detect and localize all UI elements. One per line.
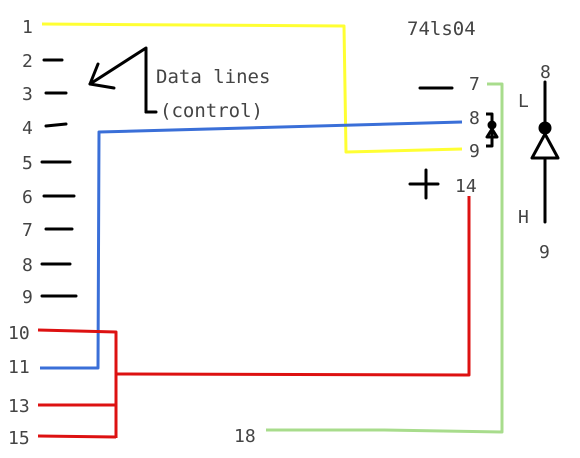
connector-pin-1-label: 1 [22, 17, 33, 38]
data-line-stubs [40, 58, 78, 298]
small-inverter-symbol [485, 112, 499, 148]
connector-pin-11-label: 11 [8, 357, 30, 378]
red-wire-vcc [115, 196, 471, 377]
small-inverter-triangle [485, 127, 499, 139]
inverter-bubble [538, 121, 552, 135]
blue-wire [40, 120, 463, 370]
annotation-arrow [88, 46, 158, 114]
connector-pin-8-label: 8 [22, 255, 33, 276]
symbol-high-label: H [518, 207, 529, 228]
data-line-stub-4 [44, 122, 68, 128]
connector-pin-4-label: 4 [22, 118, 33, 139]
red-wire-bus [37, 328, 118, 438]
red-wires [37, 196, 471, 439]
inverter-symbol [530, 80, 560, 224]
yellow-wire [41, 22, 463, 154]
connector-pin-6-label: 6 [22, 187, 33, 208]
chip-pin-8-label: 8 [469, 108, 480, 129]
connector-pin-10-label: 10 [8, 323, 30, 344]
chip-name: 74ls04 [407, 18, 476, 40]
symbol-in-pin-label: 9 [539, 242, 550, 263]
annotation-arrowhead [88, 62, 100, 86]
green-wire [266, 82, 504, 434]
small-inverter-bubble [487, 120, 497, 130]
plus-sign [408, 168, 440, 200]
annotation-arrow-line [88, 46, 148, 114]
ground-pin-label: 18 [234, 426, 256, 447]
connector-pin-15-label: 15 [8, 428, 30, 449]
chip-pin-7-label: 7 [469, 74, 480, 95]
annotation-line-1: Data lines [156, 66, 270, 88]
symbol-low-label: L [518, 91, 529, 112]
red-wire-15 [37, 434, 117, 439]
chip-pin-9-label: 9 [469, 141, 480, 162]
connector-pin-7-label: 7 [22, 220, 33, 241]
connector-pin-3-label: 3 [22, 84, 33, 105]
connector-pin-5-label: 5 [22, 153, 33, 174]
annotation-line-2: (control) [160, 100, 263, 122]
inverter-triangle [530, 132, 560, 160]
symbol-out-pin-label: 8 [540, 62, 551, 83]
chip-pin-14-label: 14 [455, 176, 477, 197]
connector-pin-9-label: 9 [22, 287, 33, 308]
connector-pin-2-label: 2 [22, 51, 33, 72]
connector-pin-13-label: 13 [8, 396, 30, 417]
